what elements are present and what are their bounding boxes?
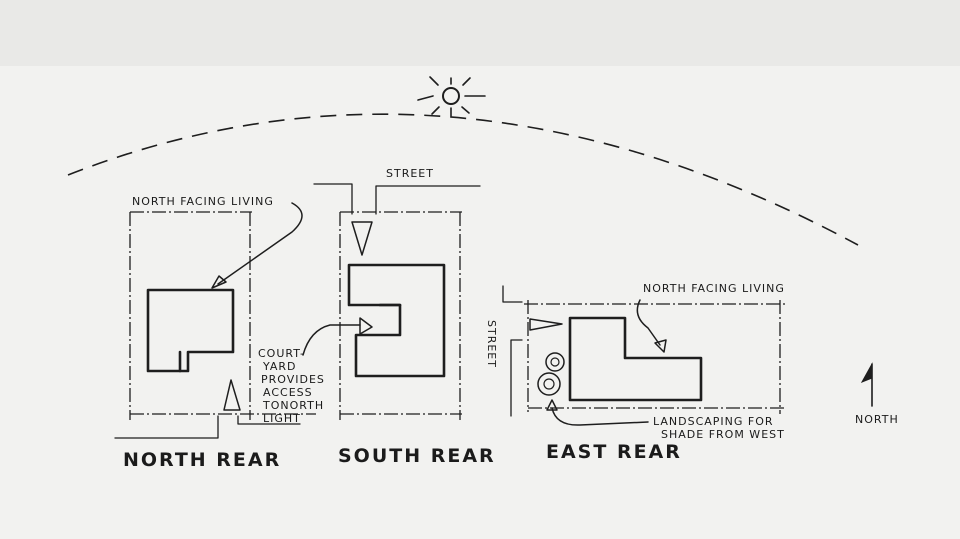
- street-side-label: STREET: [485, 320, 498, 368]
- courtyard-note-6: LIGHT: [263, 412, 301, 425]
- east-rear-title: EAST REAR: [546, 441, 682, 463]
- north-rear-plan: [114, 202, 316, 439]
- north-rear-title: NORTH REAR: [123, 449, 281, 471]
- courtyard-note-1: COURT-: [258, 347, 305, 360]
- north-arrow-icon: [860, 362, 873, 407]
- sun-path-arc: [67, 113, 859, 246]
- landscaping-note-1: LANDSCAPING FOR: [653, 415, 774, 428]
- paper-top-band: [0, 0, 960, 66]
- courtyard-note-3: PROVIDES: [261, 373, 325, 386]
- east-rear-plan: [502, 285, 786, 426]
- north-facing-living-label-2: NORTH FACING LIVING: [643, 282, 785, 295]
- sun-icon: [417, 76, 486, 117]
- street-top-label: STREET: [386, 167, 434, 180]
- north-arrow-label: NORTH: [855, 413, 899, 426]
- courtyard-note-2: YARD: [262, 360, 297, 373]
- landscaping-note-2: SHADE FROM WEST: [661, 428, 785, 441]
- courtyard-note-4: ACCESS: [263, 386, 313, 399]
- south-rear-title: SOUTH REAR: [338, 445, 496, 467]
- courtyard-note-5: TONORTH: [262, 399, 324, 412]
- south-rear-plan: [302, 183, 481, 420]
- north-facing-living-label-1: NORTH FACING LIVING: [132, 195, 274, 208]
